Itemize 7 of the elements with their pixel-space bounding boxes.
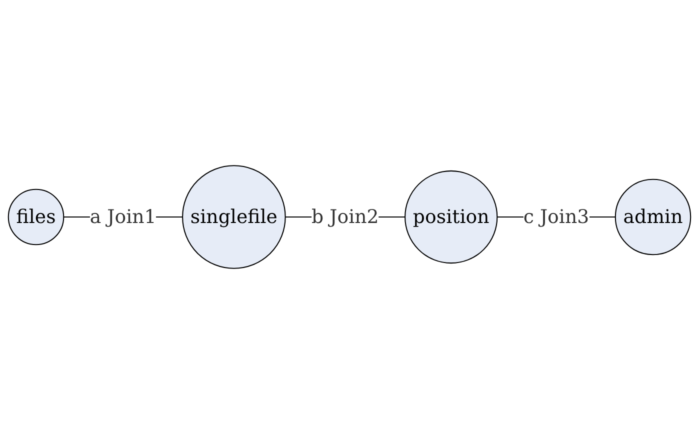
- edge-label: a Join1: [90, 206, 156, 228]
- node-circle: singlefile: [182, 165, 286, 269]
- edge-label: b Join2: [312, 206, 379, 228]
- node-circle: files: [8, 188, 64, 246]
- edge-label: c Join3: [523, 206, 590, 228]
- node-circle: position: [404, 170, 498, 264]
- node-circle: admin: [614, 178, 692, 256]
